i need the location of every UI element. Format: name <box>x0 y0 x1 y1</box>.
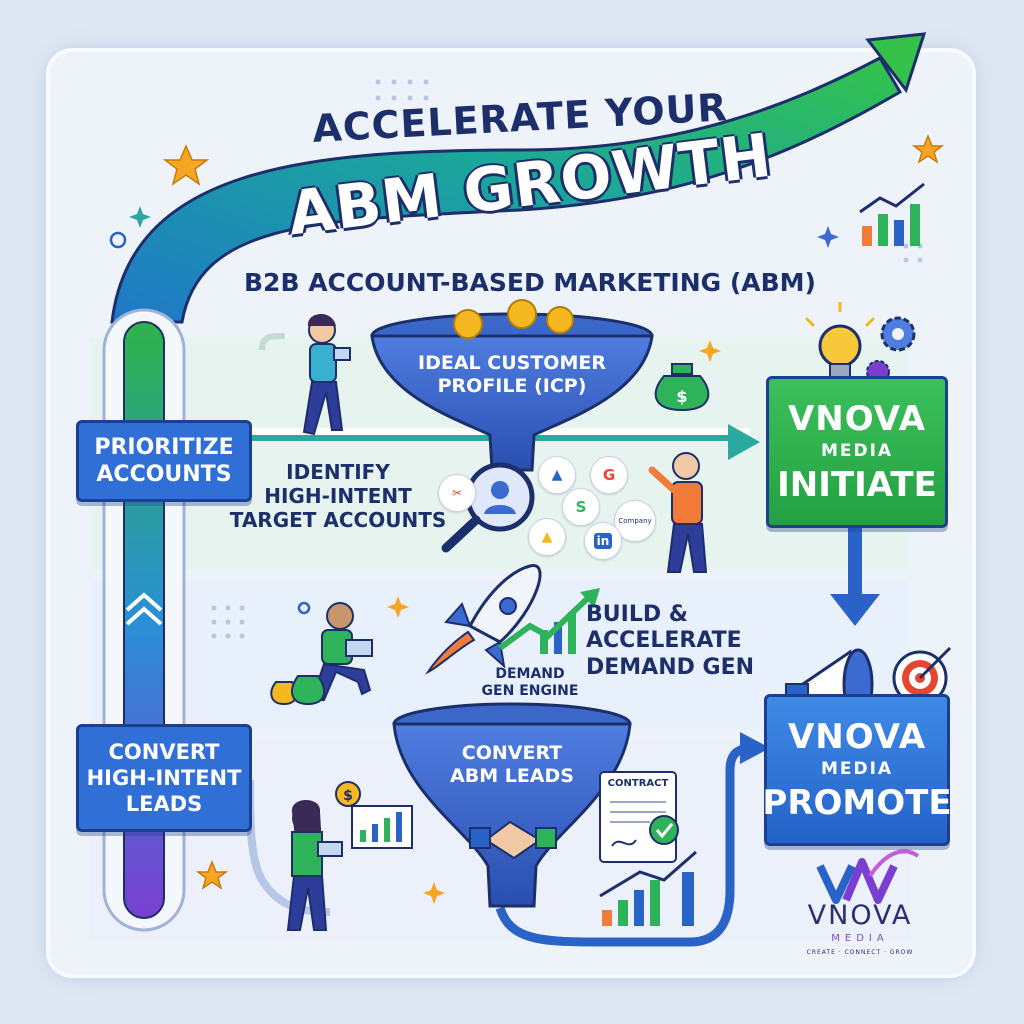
contract-label: CONTRACT <box>607 778 669 789</box>
prioritize-accounts-box: PRIORITIZE ACCOUNTS <box>76 420 252 502</box>
money-bags-small-icon <box>270 675 325 706</box>
linkedin-icon: in <box>593 533 613 549</box>
initiate-brand-sub: MEDIA <box>820 441 894 461</box>
sparkles <box>129 206 839 904</box>
convert-leads-label: CONVERT HIGH-INTENT LEADS <box>86 739 242 817</box>
demand-chart-icon <box>498 588 600 654</box>
company-logo-generic: Company <box>614 500 656 542</box>
money-bag-icon: $ <box>654 363 710 412</box>
icp-funnel <box>370 299 654 472</box>
promote-box: VNOVA MEDIA PROMOTE <box>762 694 952 846</box>
initiate-action: INITIATE <box>777 465 937 505</box>
results-chart-icon <box>599 850 697 926</box>
convert-funnel-label: CONVERT ABM LEADS <box>450 742 574 787</box>
person-tablet-bottom <box>286 800 343 931</box>
company-logo-linkedin: in <box>584 522 622 560</box>
svg-text:$: $ <box>676 387 687 406</box>
company-logo-ads: ▲ <box>528 518 566 556</box>
contract-document-icon <box>599 771 679 863</box>
growth-chart-icon <box>859 182 925 246</box>
dot-pattern <box>211 79 923 639</box>
company-logo-google: G <box>590 456 628 494</box>
small-chart-icon: $ <box>335 781 413 849</box>
progress-pipe <box>102 308 186 932</box>
company-logo-text: Company <box>618 517 652 525</box>
person-tablet-top <box>302 313 351 436</box>
conversion-funnel <box>392 702 632 908</box>
vnova-logo-word: VNOVA <box>807 900 913 931</box>
rocket-icon <box>425 564 542 675</box>
person-pointing <box>648 452 708 573</box>
company-logo-shopify: S <box>562 488 600 526</box>
initiate-box: VNOVA MEDIA INITIATE <box>766 376 948 528</box>
promote-brand-sub: MEDIA <box>820 759 894 779</box>
subtitle: B2B ACCOUNT-BASED MARKETING (ABM) <box>244 268 816 297</box>
vnova-logo-mark <box>816 849 920 904</box>
initiate-brand: VNOVA <box>787 399 927 439</box>
decorative-stars <box>162 133 945 890</box>
svg-text:$: $ <box>343 788 353 804</box>
company-logo-1: ✂ <box>438 474 476 512</box>
identify-accounts-text: IDENTIFY HIGH-INTENT TARGET ACCOUNTS <box>229 460 447 532</box>
person-laptop <box>310 602 373 701</box>
build-demand-text: BUILD & ACCELERATE DEMAND GEN <box>586 602 755 680</box>
demand-engine-label: DEMAND GEN ENGINE <box>481 666 579 699</box>
vnova-logo-sub: MEDIA <box>831 933 889 944</box>
vnova-logo-tagline: CREATE · CONNECT · GROW <box>806 949 914 956</box>
prioritize-accounts-label: PRIORITIZE ACCOUNTS <box>94 434 234 488</box>
icp-funnel-label: IDEAL CUSTOMER PROFILE (ICP) <box>418 352 606 397</box>
promote-action: PROMOTE <box>762 783 952 823</box>
company-logo-2: ▲ <box>538 456 576 494</box>
promote-brand: VNOVA <box>787 717 927 757</box>
convert-leads-box: CONVERT HIGH-INTENT LEADS <box>76 724 252 832</box>
growth-arrow <box>110 32 927 324</box>
